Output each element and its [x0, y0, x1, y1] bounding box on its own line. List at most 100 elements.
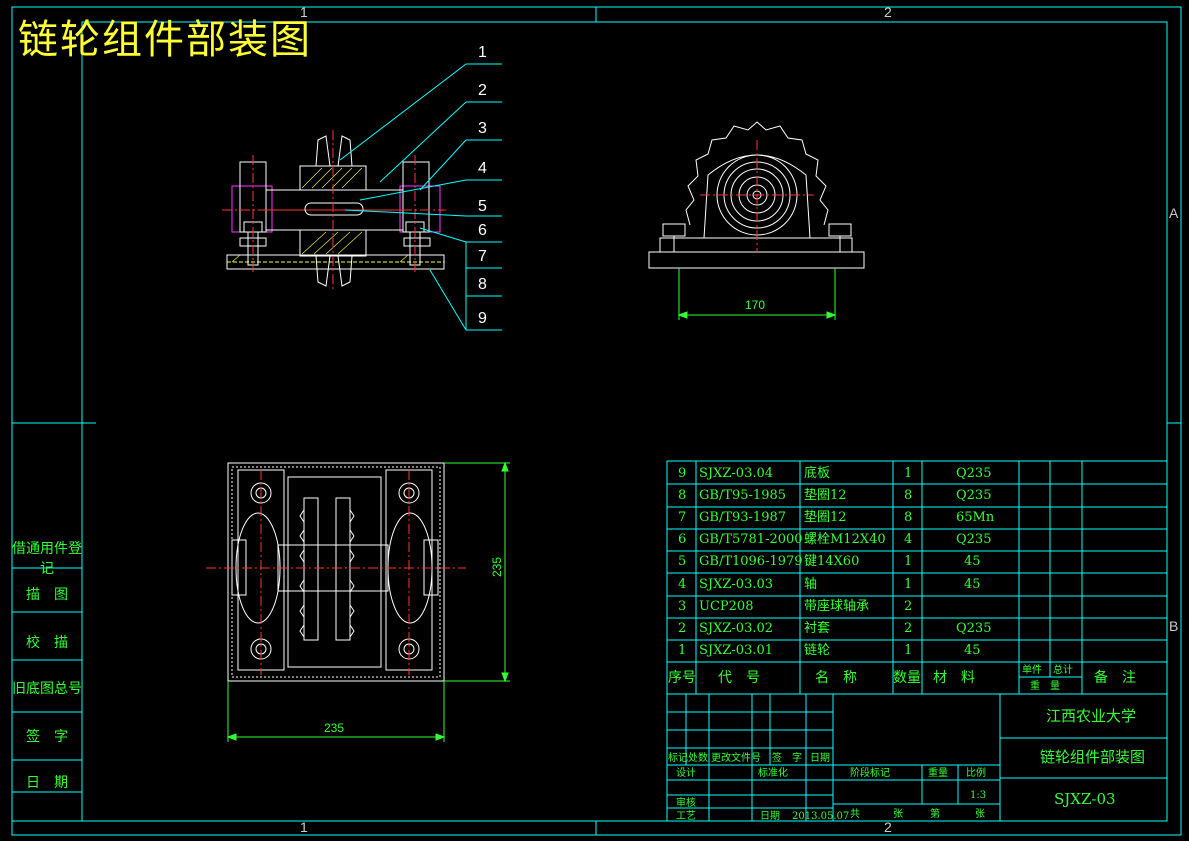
bom-no: 7: [678, 510, 687, 525]
side-panel-check-trace: 校 描: [26, 635, 68, 651]
bom-code: GB/T1096-1979: [699, 554, 803, 569]
balloon-2: 2: [478, 82, 487, 99]
bom-material: 45: [964, 577, 981, 592]
tb-label-sheet: 张: [893, 809, 903, 820]
side-panel-sign: 签 字: [26, 729, 68, 745]
balloon-7: 7: [478, 248, 487, 265]
bom-name: 链轮: [804, 643, 831, 658]
bom-header-remark: 备 注: [1094, 670, 1136, 686]
bom-qty: 8: [904, 510, 913, 525]
bom-material: 45: [964, 643, 981, 658]
zone-right-b: B: [1169, 618, 1179, 634]
title-block-school: 江西农业大学: [1046, 707, 1137, 725]
bom-name: 垫圈12: [804, 488, 847, 503]
title-block-grid: [666, 693, 1168, 822]
bom-header-unit-weight: 单件: [1022, 665, 1042, 676]
tb-label-total: 共: [850, 809, 860, 820]
tb-label-count: 处数: [688, 753, 708, 764]
bom-qty: 1: [904, 577, 913, 592]
bom-material: Q235: [956, 621, 992, 636]
bom-code: SJXZ-03.02: [699, 621, 774, 636]
side-panel-trace: 描 图: [26, 587, 68, 603]
bom-header-material: 材 料: [933, 670, 975, 686]
bom-material: Q235: [956, 466, 992, 481]
tb-label-design: 设计: [676, 768, 696, 779]
bom-qty: 1: [904, 466, 913, 481]
bom-qty: 4: [904, 532, 913, 547]
bom-header-total-weight: 总计: [1053, 665, 1073, 676]
bom-code: GB/T95-1985: [699, 488, 787, 503]
zone-right-a: A: [1169, 205, 1179, 221]
bom-qty: 2: [904, 621, 913, 636]
balloon-8: 8: [478, 276, 487, 293]
plan-view: [206, 462, 466, 682]
bom-code: SJXZ-03.04: [699, 466, 774, 481]
bom-name: 衬套: [804, 621, 831, 636]
bom-name: 垫圈12: [804, 510, 847, 525]
bom-header-code: 代 号: [718, 670, 760, 686]
bom-no: 3: [678, 599, 687, 614]
dimension-plan-width: 235: [324, 721, 345, 735]
bom-no: 1: [678, 643, 687, 658]
tb-label-no: 第: [930, 809, 940, 820]
balloon-5: 5: [478, 198, 487, 215]
tb-scale-value: 1:3: [970, 790, 987, 801]
tb-date-value: 2013.05.07: [792, 811, 850, 822]
bom-qty: 8: [904, 488, 913, 503]
bom-no: 5: [678, 554, 687, 569]
balloon-4: 4: [478, 160, 487, 177]
balloon-9: 9: [478, 310, 487, 327]
tb-label-date: 日期: [810, 753, 830, 764]
tb-label-review: 审核: [676, 798, 696, 809]
bom-no: 2: [678, 621, 687, 636]
tb-label-standardize: 标准化: [758, 768, 788, 779]
balloon-1: 1: [478, 44, 487, 61]
tb-label-mark: 标记: [668, 753, 688, 764]
bom-no: 9: [678, 466, 687, 481]
dimension-side-width: 170: [745, 298, 766, 312]
zone-top-1: 1: [300, 4, 308, 20]
zone-bottom-1: 1: [300, 819, 308, 835]
bom-code: SJXZ-03.01: [699, 643, 774, 658]
tb-label-weight: 重量: [928, 768, 948, 779]
bom-name: 带座球轴承: [804, 599, 870, 614]
side-dimension: [677, 268, 837, 320]
zone-top-2: 2: [884, 4, 892, 20]
zone-bottom-2: 2: [884, 819, 892, 835]
bom-code: GB/T93-1987: [699, 510, 787, 525]
bom-header-qty: 数量: [893, 670, 921, 686]
bom-qty: 2: [904, 599, 913, 614]
tb-label-scale: 比例: [966, 768, 986, 779]
bom-qty: 1: [904, 554, 913, 569]
side-view: [648, 121, 865, 269]
bom-name: 键14X60: [804, 554, 860, 569]
bom-material: Q235: [956, 532, 992, 547]
bom-material: 45: [964, 554, 981, 569]
balloon-leaders: [339, 63, 502, 331]
tb-label-of: 张: [975, 809, 985, 820]
bom-code: UCP208: [699, 599, 754, 614]
bom-no: 4: [678, 577, 687, 592]
bom-code: GB/T5781-2000: [699, 532, 803, 547]
bom-material: Q235: [956, 488, 992, 503]
bom-header-no: 序号: [668, 670, 696, 686]
side-panel-old-no: 旧底图总号: [12, 681, 82, 697]
tb-label-change-doc: 更改文件号: [711, 753, 761, 764]
bom-header-name: 名 称: [815, 670, 857, 686]
bom-code: SJXZ-03.03: [699, 577, 774, 592]
side-panel-date: 日 期: [26, 775, 68, 791]
bom-name: 底板: [804, 466, 831, 481]
drawing-title: 链轮组件部装图: [18, 17, 312, 63]
tb-label-process: 工艺: [676, 811, 696, 822]
tb-label-date2: 日期: [760, 811, 780, 822]
title-block-drawing-name: 链轮组件部装图: [1040, 748, 1146, 766]
title-block-drawing-no: SJXZ-03: [1054, 790, 1116, 808]
side-panel-grid: [11, 422, 96, 822]
balloon-6: 6: [478, 222, 487, 239]
bom-name: 轴: [804, 577, 818, 592]
drawing-frame: [11, 6, 1182, 836]
tb-label-stage: 阶段标记: [850, 768, 890, 779]
bom-header-weight: 重 量: [1030, 681, 1060, 692]
dimension-plan-height: 235: [490, 556, 505, 578]
